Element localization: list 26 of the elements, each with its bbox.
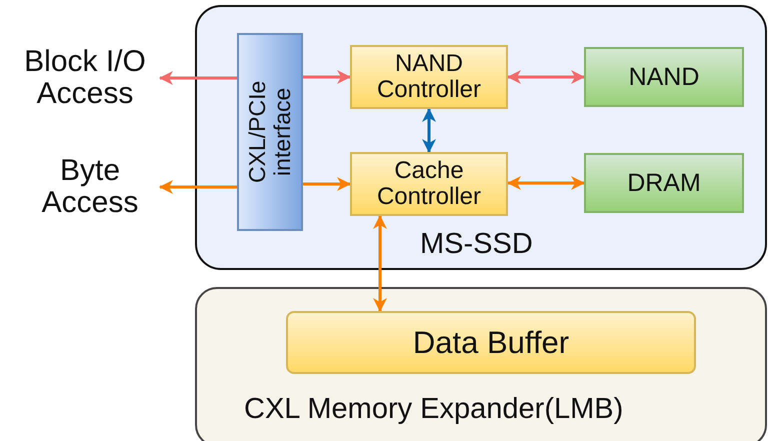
- controller-box: [350, 152, 508, 216]
- memory-box: [584, 47, 744, 107]
- box-label: Data Buffer: [412, 326, 570, 360]
- container-label: MS-SSD: [420, 228, 533, 261]
- device-container: [195, 5, 767, 270]
- box-label: Block I/O Access: [23, 46, 147, 110]
- arrow: [507, 70, 585, 84]
- container-label: CXL Memory Expander(LMB): [244, 393, 624, 426]
- memory-box: [584, 153, 744, 213]
- interface-box: [237, 33, 303, 231]
- arrow: [422, 108, 436, 153]
- arrow: [303, 70, 351, 84]
- box-label: CXL/PCIe interface: [245, 80, 295, 186]
- arrow: [159, 71, 237, 85]
- arrow: [507, 176, 585, 190]
- arrow: [159, 180, 237, 194]
- box-label: NAND Controller: [376, 51, 482, 103]
- buffer-box: [286, 311, 696, 374]
- arrow: [373, 215, 387, 312]
- box-label: Byte Access: [40, 154, 140, 220]
- arrow: [303, 177, 351, 191]
- controller-box: [350, 45, 508, 109]
- box-label: Cache Controller: [376, 158, 482, 210]
- box-label: DRAM: [627, 170, 701, 196]
- box-label: NAND: [628, 64, 700, 90]
- expander-container: [195, 287, 767, 441]
